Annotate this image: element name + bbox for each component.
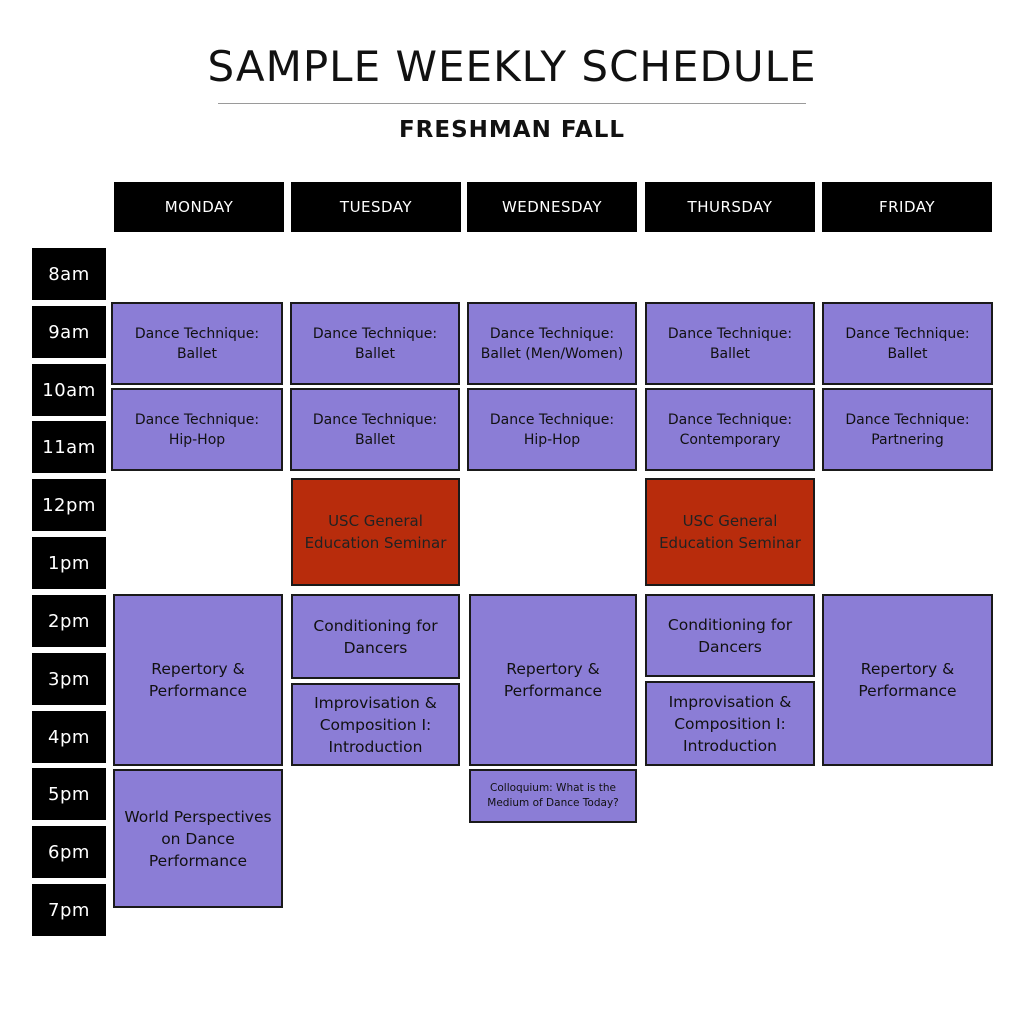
course-block-friday-ballet: Dance Technique:Ballet (822, 302, 993, 385)
title-divider (218, 103, 806, 104)
page-subtitle: FRESHMAN FALL (398, 117, 626, 143)
course-block-monday-repertory: Repertory &Performance (113, 594, 283, 766)
day-header-wednesday: WEDNESDAY (467, 182, 637, 232)
day-header-thursday: THURSDAY (645, 182, 815, 232)
time-label-11am: 11am (32, 421, 106, 473)
time-label-3pm: 3pm (32, 653, 106, 705)
course-block-tuesday-ballet-2: Dance Technique:Ballet (290, 388, 460, 471)
course-block-wednesday-hiphop: Dance Technique:Hip-Hop (467, 388, 637, 471)
course-block-friday-repertory: Repertory &Performance (822, 594, 993, 766)
time-label-10am: 10am (32, 364, 106, 416)
time-label-6pm: 6pm (32, 826, 106, 878)
course-block-thursday-ballet: Dance Technique:Ballet (645, 302, 815, 385)
course-block-tuesday-ballet-1: Dance Technique:Ballet (290, 302, 460, 385)
course-block-friday-partnering: Dance Technique:Partnering (822, 388, 993, 471)
time-label-8am: 8am (32, 248, 106, 300)
course-block-thursday-improvisation: Improvisation &Composition I:Introductio… (645, 681, 815, 766)
course-block-monday-hiphop: Dance Technique:Hip-Hop (111, 388, 283, 471)
time-label-9am: 9am (32, 306, 106, 358)
course-block-wednesday-repertory: Repertory &Performance (469, 594, 637, 766)
course-block-thursday-contemporary: Dance Technique:Contemporary (645, 388, 815, 471)
time-label-5pm: 5pm (32, 768, 106, 820)
page-title: SAMPLE WEEKLY SCHEDULE (207, 42, 817, 91)
course-block-wednesday-ballet: Dance Technique:Ballet (Men/Women) (467, 302, 637, 385)
course-block-tuesday-improvisation: Improvisation &Composition I:Introductio… (291, 683, 460, 766)
time-label-12pm: 12pm (32, 479, 106, 531)
day-header-tuesday: TUESDAY (291, 182, 461, 232)
time-label-4pm: 4pm (32, 711, 106, 763)
time-label-2pm: 2pm (32, 595, 106, 647)
day-header-monday: MONDAY (114, 182, 284, 232)
course-block-monday-ballet: Dance Technique:Ballet (111, 302, 283, 385)
time-label-1pm: 1pm (32, 537, 106, 589)
day-header-friday: FRIDAY (822, 182, 992, 232)
time-label-7pm: 7pm (32, 884, 106, 936)
